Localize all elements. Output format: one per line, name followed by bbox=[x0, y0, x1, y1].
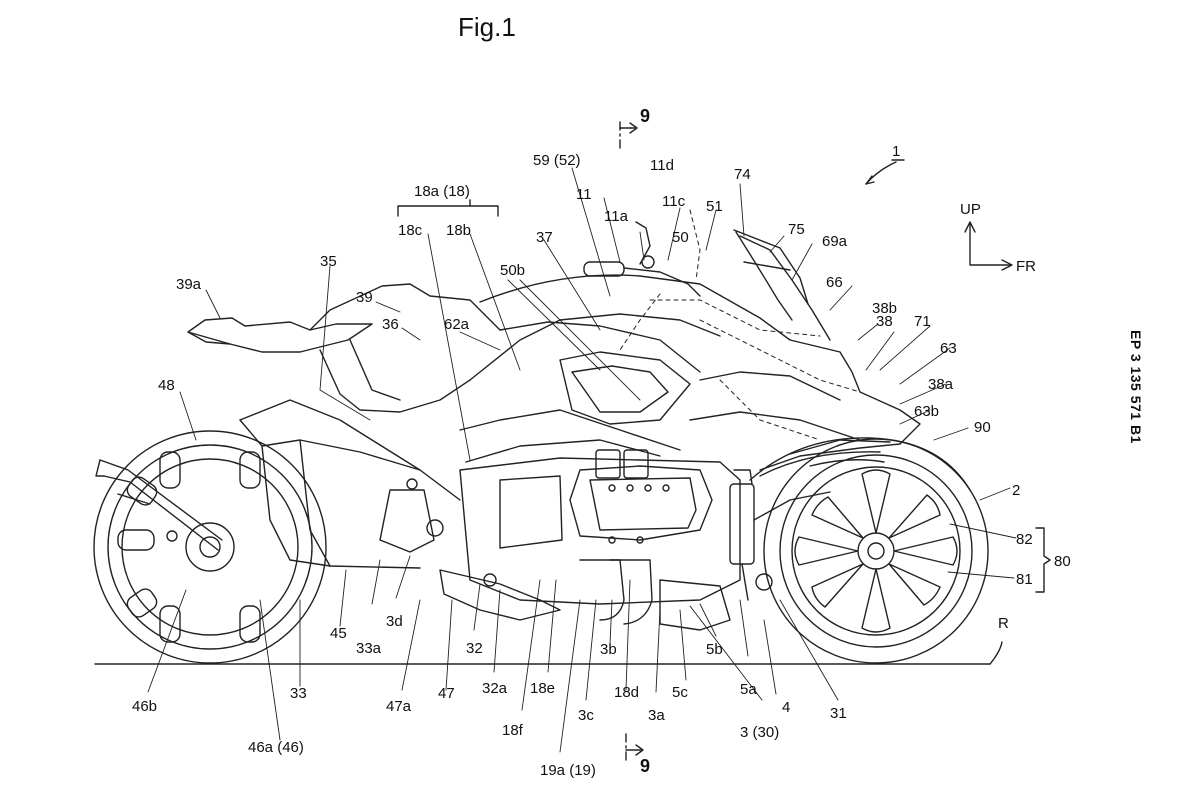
reference-label: 33a bbox=[356, 640, 382, 657]
handlebars bbox=[583, 221, 701, 297]
engine bbox=[439, 449, 741, 631]
section-line-bottom: 9 bbox=[625, 733, 650, 776]
reference-label: 11 bbox=[576, 186, 592, 203]
reference-label: 47a bbox=[386, 698, 412, 715]
reference-label: 38b bbox=[872, 300, 897, 317]
reference-label: 81 bbox=[1016, 571, 1033, 588]
reference-label: 90 bbox=[974, 419, 991, 436]
reference-label: 46b bbox=[132, 698, 157, 715]
rear-frame-swingarm bbox=[239, 399, 461, 569]
brace-80: 80 bbox=[1035, 527, 1071, 593]
hidden-lines bbox=[619, 209, 861, 441]
reference-label: 11d bbox=[650, 157, 674, 174]
reference-label: 3d bbox=[386, 613, 403, 630]
reference-label: 5a bbox=[740, 681, 757, 698]
reference-label: 38 bbox=[876, 313, 893, 330]
reference-label: 59 (52) bbox=[533, 152, 581, 169]
reference-label: 51 bbox=[706, 198, 723, 215]
reference-label: 46a (46) bbox=[248, 739, 304, 756]
section-line-top: 9 bbox=[619, 106, 650, 149]
figure-title: Fig.1 bbox=[458, 12, 516, 42]
reference-label: 63b bbox=[914, 403, 939, 420]
reference-label: 36 bbox=[382, 316, 399, 333]
road-ref-label: R bbox=[998, 615, 1009, 632]
orientation-indicator: UP FR bbox=[960, 201, 1036, 275]
reference-label: 35 bbox=[320, 253, 337, 270]
rear-seat-tail bbox=[187, 283, 501, 413]
reference-label: 45 bbox=[330, 625, 347, 642]
vehicle-ref-label: 1 bbox=[892, 143, 900, 160]
reference-label: 66 bbox=[826, 274, 843, 291]
fr-label: FR bbox=[1016, 258, 1036, 275]
up-label: UP bbox=[960, 201, 981, 218]
reference-label: 5b bbox=[706, 641, 723, 658]
vehicle-ref: 1 bbox=[865, 143, 905, 185]
reference-label: 18d bbox=[614, 684, 639, 701]
ground-line bbox=[94, 641, 1003, 665]
reference-label: 33 bbox=[290, 685, 307, 702]
reference-label: 69a bbox=[822, 233, 848, 250]
rear-wheel bbox=[93, 430, 327, 664]
reference-label: 31 bbox=[830, 705, 847, 722]
reference-label: 18f bbox=[502, 722, 524, 739]
reference-label: 4 bbox=[782, 699, 790, 716]
reference-label: 5c bbox=[672, 684, 688, 701]
reference-label: 3 (30) bbox=[740, 724, 779, 741]
reference-label: 63 bbox=[940, 340, 957, 357]
front-suspension bbox=[729, 469, 831, 601]
reference-label: 71 bbox=[914, 313, 931, 330]
reference-label: 47 bbox=[438, 685, 455, 702]
reference-label: 75 bbox=[788, 221, 805, 238]
reference-label: 32a bbox=[482, 680, 508, 697]
front-wheel bbox=[749, 437, 989, 664]
reference-label: 37 bbox=[536, 229, 553, 246]
brace-18a: 18a (18) bbox=[397, 183, 499, 217]
reference-label: 2 bbox=[1012, 482, 1020, 499]
reference-label: 62a bbox=[444, 316, 470, 333]
reference-label: 19a (19) bbox=[540, 762, 596, 779]
section-top-label: 9 bbox=[640, 106, 650, 126]
reference-label: 50 bbox=[672, 229, 689, 246]
windscreen bbox=[733, 229, 809, 305]
road-ref: R bbox=[998, 615, 1009, 632]
reference-label: 11a bbox=[604, 208, 629, 225]
reference-label: 3b bbox=[600, 641, 617, 658]
reference-label: 82 bbox=[1016, 531, 1033, 548]
reference-label: 48 bbox=[158, 377, 175, 394]
reference-label: 3c bbox=[578, 707, 594, 724]
brace-80-label: 80 bbox=[1054, 553, 1071, 570]
brace-18a-label: 18a (18) bbox=[414, 183, 470, 200]
reference-label: 39a bbox=[176, 276, 202, 293]
reference-label: 38a bbox=[928, 376, 954, 393]
reference-label: 39 bbox=[356, 289, 373, 306]
leader-lines bbox=[147, 167, 1017, 753]
reference-label: 74 bbox=[734, 166, 751, 183]
reference-label: 3a bbox=[648, 707, 665, 724]
reference-label: 11c bbox=[662, 193, 686, 210]
reference-label: 50b bbox=[500, 262, 525, 279]
main-frame-tank bbox=[459, 231, 921, 471]
reference-label: 18c bbox=[398, 222, 423, 239]
reference-label: 32 bbox=[466, 640, 483, 657]
reference-label: 18b bbox=[446, 222, 471, 239]
reference-label: 18e bbox=[530, 680, 555, 697]
section-bottom-label: 9 bbox=[640, 756, 650, 776]
